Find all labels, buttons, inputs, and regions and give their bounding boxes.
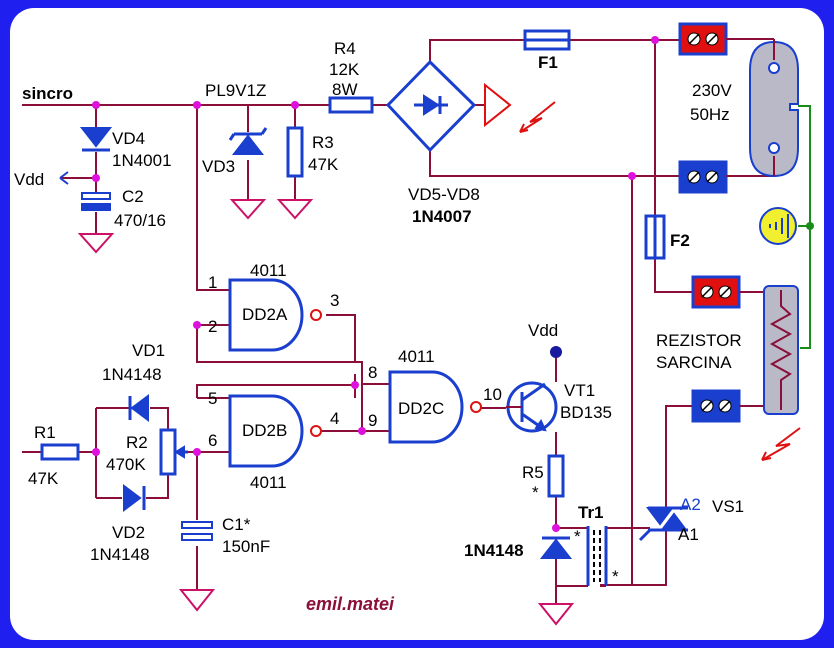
dd2c-label: DD2C — [398, 399, 444, 418]
pin1-label: 1 — [208, 273, 217, 292]
vdd-left-label: Vdd — [14, 170, 44, 189]
lightning-icon — [519, 101, 556, 133]
load-resistor — [763, 285, 799, 415]
vd2-label: VD2 — [112, 523, 145, 542]
dd2c-nand-gate — [388, 370, 482, 444]
schematic-canvas: VD4 1N4001 Vdd C2 470/16 sincro PL9V1Z V… — [10, 8, 824, 640]
r1-value-label: 47K — [28, 469, 59, 488]
vs1-triac — [638, 506, 688, 542]
terminal-block-load-2 — [691, 389, 764, 423]
pin4-label: 4 — [330, 409, 339, 428]
c2-label: C2 — [122, 187, 144, 206]
r5-resistor — [547, 454, 565, 498]
sincro-label: sincro — [22, 84, 73, 103]
f1-label: F1 — [538, 53, 558, 72]
ground-symbols — [77, 199, 575, 626]
mains-frequency-label: 50Hz — [690, 105, 730, 124]
dd2b-chip-label: 4011 — [250, 473, 287, 492]
bridge-rectifier — [385, 59, 477, 153]
vt1-label: VT1 — [564, 381, 595, 400]
r3-resistor — [286, 126, 304, 178]
vd4-part-label: 1N4001 — [112, 151, 172, 170]
star-secondary-label: * — [612, 567, 619, 586]
circuit-diagram: VD4 1N4001 Vdd C2 470/16 sincro PL9V1Z V… — [14, 22, 814, 626]
r4-label: R4 — [334, 39, 356, 58]
protection-diode — [539, 536, 573, 559]
r3-label: R3 — [312, 133, 334, 152]
signature: emil.matei — [306, 594, 395, 614]
vs1-label: VS1 — [712, 497, 744, 516]
dd2b-label: DD2B — [242, 421, 287, 440]
pin3-label: 3 — [330, 291, 339, 310]
pin5-label: 5 — [208, 389, 217, 408]
vd2-part-label: 1N4148 — [90, 545, 150, 564]
r4-value-label: 12K — [329, 60, 360, 79]
vd1-diode — [128, 394, 149, 422]
terminal-block-load-1 — [691, 275, 764, 309]
mains-plug-icon — [749, 39, 799, 178]
mains-voltage-label: 230V — [692, 81, 732, 100]
vd3-zener-diode — [228, 127, 268, 155]
vd5-vd8-label: VD5-VD8 — [408, 185, 480, 204]
lightning-load-icon — [761, 427, 801, 461]
r4-resistor — [328, 96, 374, 114]
tr1-pulse-transformer — [556, 526, 608, 587]
c1-label: C1* — [222, 515, 251, 534]
pin2-label: 2 — [208, 317, 217, 336]
bridge-output-arrow-icon — [484, 82, 512, 128]
pin8-label: 8 — [368, 363, 377, 382]
vd3-label: VD3 — [202, 157, 235, 176]
vt1-part-label: BD135 — [560, 403, 612, 422]
vdd-arrow-icon — [59, 171, 69, 185]
a2-label: A2 — [680, 495, 701, 514]
star-primary-label: * — [574, 527, 581, 546]
junctions — [92, 36, 659, 532]
r1-resistor — [40, 443, 80, 461]
dd2b-nand-gate — [228, 394, 322, 468]
vd4-label: VD4 — [112, 129, 145, 148]
bridge-part-label: 1N4007 — [412, 207, 472, 226]
wires — [22, 39, 693, 604]
load-label-line1: REZISTOR — [656, 331, 742, 350]
r4-power-label: 8W — [332, 80, 358, 99]
c1-value-label: 150nF — [222, 537, 270, 556]
r2-label: R2 — [126, 433, 148, 452]
terminal-block-mains-1 — [678, 22, 774, 56]
pin9-label: 9 — [368, 411, 377, 430]
r5-label: R5 — [522, 463, 544, 482]
vd1-part-label: 1N4148 — [102, 365, 162, 384]
r5-star-label: * — [532, 483, 539, 502]
dd2c-chip-label: 4011 — [398, 347, 435, 366]
vdd-top-label: Vdd — [528, 321, 558, 340]
a1-label: A1 — [678, 525, 699, 544]
dd2a-label: DD2A — [242, 305, 288, 324]
vd4-diode — [79, 127, 113, 152]
vdd-terminal-icon — [550, 346, 562, 358]
earth-ground-icon — [759, 105, 814, 349]
r2-potentiometer — [159, 428, 188, 476]
r2-value-label: 470K — [106, 455, 146, 474]
r3-value-label: 47K — [308, 155, 339, 174]
f2-label: F2 — [670, 231, 690, 250]
load-label-line2: SARCINA — [656, 353, 732, 372]
vt1-transistor — [506, 381, 558, 433]
r1-label: R1 — [34, 423, 56, 442]
vd2-diode — [123, 484, 146, 512]
f1-fuse — [523, 29, 571, 51]
c2-value-label: 470/16 — [114, 211, 166, 230]
f2-fuse — [644, 214, 666, 260]
c1-capacitor — [181, 521, 213, 541]
pin6-label: 6 — [208, 431, 217, 450]
vd1-label: VD1 — [132, 341, 165, 360]
pl9v1z-label: PL9V1Z — [205, 81, 266, 100]
c2-capacitor — [81, 192, 111, 211]
protection-diode-label: 1N4148 — [464, 541, 524, 560]
dd2a-chip-label: 4011 — [250, 261, 287, 280]
dd2a-nand-gate — [228, 278, 322, 352]
tr1-label: Tr1 — [578, 503, 604, 522]
pin10-label: 10 — [483, 385, 502, 404]
